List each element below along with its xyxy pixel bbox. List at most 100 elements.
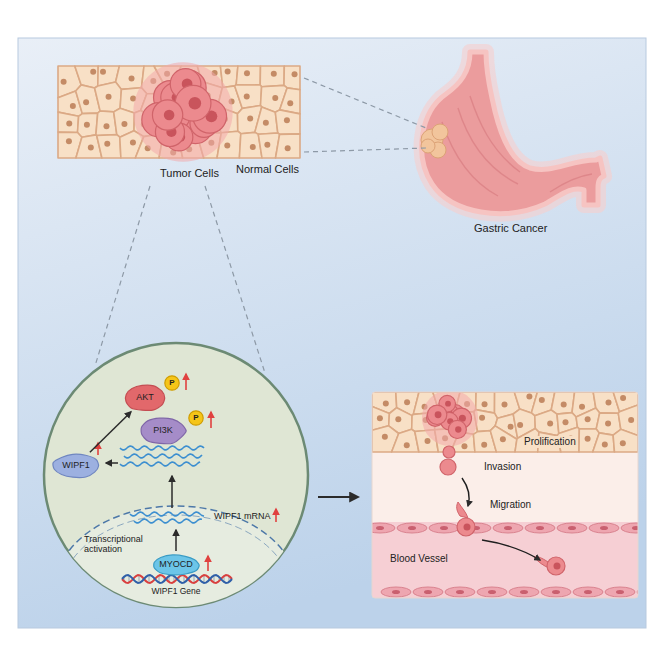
cell-nucleus <box>395 416 401 422</box>
mrna-strand <box>130 512 204 516</box>
endothelial-nucleus <box>424 590 432 594</box>
cell-nucleus <box>61 79 67 85</box>
arrow <box>185 374 187 390</box>
normal-cell <box>236 66 260 85</box>
blob-shape <box>154 555 199 575</box>
mrna-strand <box>120 446 204 450</box>
normal-cell <box>255 107 278 134</box>
tumor-cell <box>427 405 446 424</box>
text-label: Migration <box>490 499 531 511</box>
cell-nucleus <box>264 142 270 148</box>
arrow <box>275 509 277 522</box>
endothelial-nucleus <box>584 590 592 594</box>
endothelial-nucleus <box>392 590 400 594</box>
text-label: Blood Vessel <box>388 553 450 565</box>
tumor-nucleus <box>455 426 461 432</box>
cell-nucleus <box>263 120 269 126</box>
stomach-glow <box>422 52 604 214</box>
cell-nucleus <box>585 436 591 442</box>
blob-shape <box>53 454 99 477</box>
cell-nucleus <box>500 436 506 442</box>
mrna-strand <box>120 462 200 466</box>
tumor-cell <box>448 420 466 438</box>
cell-nucleus <box>620 440 626 446</box>
cell-nucleus <box>605 421 611 427</box>
cell-nucleus <box>224 143 230 149</box>
nucleus-envelope-inner <box>60 515 292 664</box>
endothelial-nucleus <box>376 526 384 530</box>
arrow <box>207 556 209 571</box>
node-text: P <box>193 414 198 423</box>
protein-blob: PI3K <box>138 416 188 446</box>
endothelial-nucleus <box>632 526 638 530</box>
tumor-halo <box>422 392 478 446</box>
stomach <box>422 52 604 214</box>
arrow <box>106 462 118 464</box>
endothelial-nucleus <box>488 590 496 594</box>
normal-cell <box>58 112 79 132</box>
normal-cell <box>593 433 615 452</box>
cell-nucleus <box>130 139 136 145</box>
cell-nucleus <box>579 404 585 410</box>
tumor-lump <box>432 124 448 140</box>
cell-nucleus <box>526 394 532 400</box>
cell-nucleus <box>508 424 514 430</box>
node-text: P <box>169 379 174 388</box>
cell-nucleus <box>464 524 471 531</box>
phospho-circle: P <box>188 410 204 426</box>
tumor-nucleus <box>164 110 175 121</box>
cell-nucleus <box>585 416 591 422</box>
blob-shape <box>126 385 165 410</box>
tumor-cluster <box>422 392 478 446</box>
stomach-fold <box>442 122 498 196</box>
cell-nucleus <box>461 443 467 449</box>
endothelial-cell <box>557 523 587 533</box>
node-text: MYOCD <box>159 560 193 570</box>
normal-cell <box>75 66 98 88</box>
tumor-cluster <box>133 62 232 161</box>
dna-strand <box>122 575 232 583</box>
cell-nucleus <box>481 442 487 448</box>
cell-nucleus <box>84 122 90 128</box>
endothelial-nucleus <box>568 526 576 530</box>
normal-cell <box>97 135 121 158</box>
endothelial-cell <box>541 587 571 597</box>
endothelial-nucleus <box>408 526 416 530</box>
invading-cell <box>443 446 455 458</box>
node-text: AKT <box>136 393 154 403</box>
cell-nucleus <box>561 402 567 408</box>
stomach-fold <box>458 108 518 184</box>
cell-nucleus <box>482 401 488 407</box>
cell-nucleus <box>602 442 608 448</box>
endothelial-cell <box>589 523 619 533</box>
phospho-shape <box>165 376 179 390</box>
endothelial-cell <box>493 523 523 533</box>
cell-nucleus <box>606 400 612 406</box>
text-label: WIPF1 Gene <box>151 587 200 597</box>
nucleus-envelope <box>54 506 298 664</box>
stomach-fold <box>470 96 520 172</box>
arrow <box>171 476 173 508</box>
cell-nucleus <box>620 395 626 401</box>
cell-nucleus <box>66 120 72 126</box>
arrow <box>210 412 212 428</box>
cell-nucleus <box>539 397 545 403</box>
tumor-nucleus <box>189 97 202 110</box>
normal-cell <box>276 134 301 158</box>
background-panel <box>18 38 646 628</box>
tumor-halo <box>133 62 232 161</box>
text-label: Normal Cells <box>236 163 299 176</box>
normal-cell <box>551 392 574 414</box>
node-text: WIPF1 <box>62 461 90 471</box>
dna-helix <box>122 575 232 583</box>
cell-nucleus <box>121 121 127 127</box>
zoom-line <box>205 186 265 373</box>
blob-shape <box>141 418 186 444</box>
text-label: Tumor Cells <box>160 167 219 180</box>
cell-nucleus <box>292 71 298 77</box>
endothelial-nucleus <box>456 590 464 594</box>
